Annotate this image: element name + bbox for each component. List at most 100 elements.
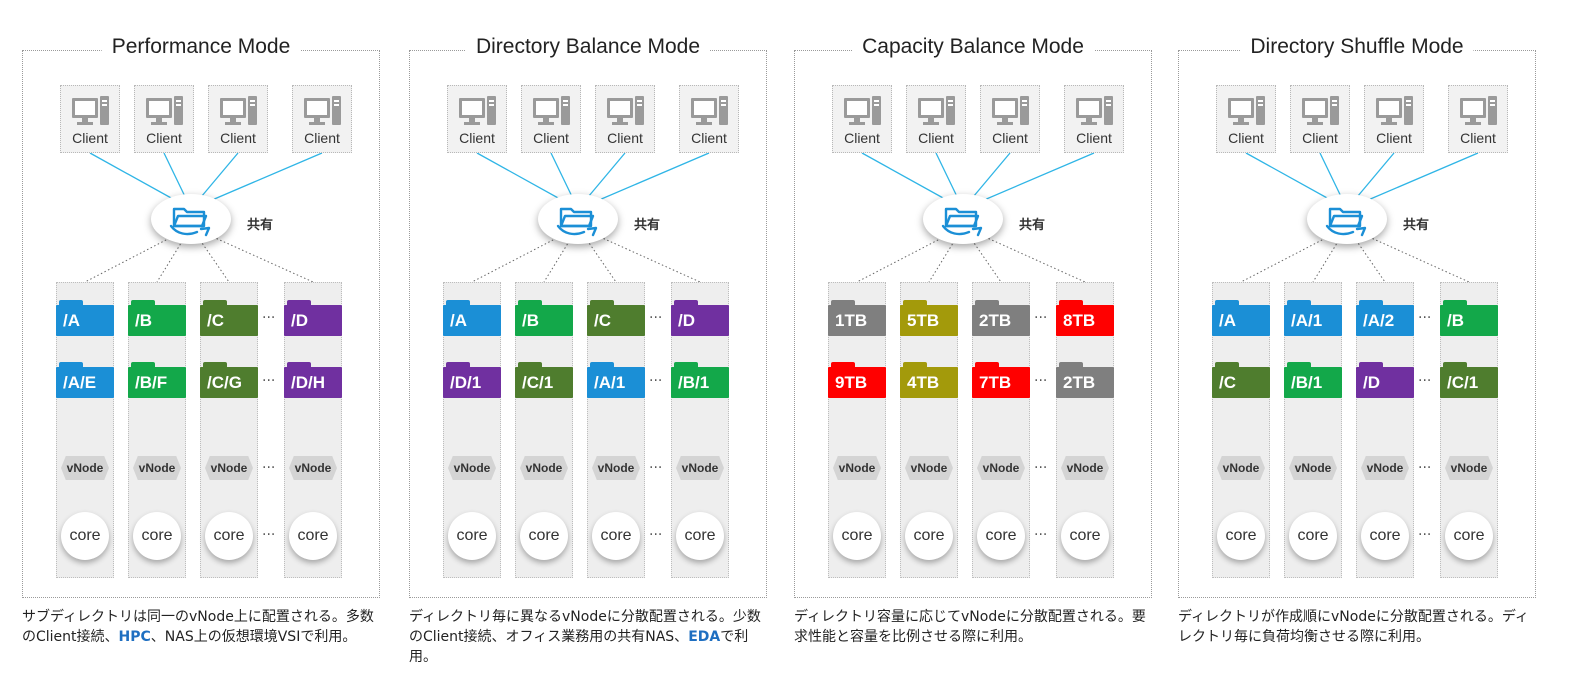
folder-item[interactable]: /B/F — [128, 362, 186, 398]
folder-label: /A — [443, 305, 501, 336]
folder-item[interactable]: /A — [443, 300, 501, 336]
ellipsis-dots: ··· — [262, 460, 276, 476]
ellipsis-dots: ··· — [1034, 310, 1048, 326]
folder-item[interactable]: 5TB — [900, 300, 958, 336]
folder-label: /C — [587, 305, 645, 336]
client-computer[interactable]: Client — [1290, 85, 1350, 153]
client-computer[interactable]: Client — [292, 85, 352, 153]
folder-item[interactable]: /A — [1212, 300, 1270, 336]
folder-item[interactable]: 7TB — [972, 362, 1030, 398]
folder-tab — [903, 300, 927, 308]
folder-item[interactable]: 2TB — [972, 300, 1030, 336]
shared-folder-hub[interactable] — [538, 194, 618, 244]
folder-tab — [59, 362, 83, 370]
folder-tab — [1443, 300, 1467, 308]
panel-title: Capacity Balance Mode — [852, 34, 1094, 60]
folder-label: /B — [1440, 305, 1498, 336]
client-computer[interactable]: Client — [447, 85, 507, 153]
folder-item[interactable]: /D — [1356, 362, 1414, 398]
folder-item[interactable]: /A/E — [56, 362, 114, 398]
folder-label: /A — [1212, 305, 1270, 336]
folder-label: /B — [515, 305, 573, 336]
connector-line — [1346, 226, 1386, 283]
client-computer[interactable]: Client — [1448, 85, 1508, 153]
client-computer[interactable]: Client — [980, 85, 1040, 153]
share-label: 共有 — [1403, 218, 1430, 233]
vnode-badge: vNode — [676, 456, 724, 480]
core-node: core — [205, 512, 253, 560]
folder-item[interactable]: /D — [671, 300, 729, 336]
folder-item[interactable]: /A/1 — [1284, 300, 1342, 336]
folder-label: /D — [1356, 367, 1414, 398]
folder-item[interactable]: 4TB — [900, 362, 958, 398]
mode-description: ディレクトリ容量に応じてvNodeに分散配置される。要求性能と容量を比例させる際… — [794, 607, 1154, 647]
folder-item[interactable]: /D/1 — [443, 362, 501, 398]
folder-item[interactable]: /C/G — [200, 362, 258, 398]
client-label: Client — [72, 130, 108, 146]
client-computer[interactable]: Client — [208, 85, 268, 153]
client-computer[interactable]: Client — [1216, 85, 1276, 153]
folder-item[interactable]: /D/H — [284, 362, 342, 398]
folder-item[interactable]: /B — [128, 300, 186, 336]
folder-label: 1TB — [828, 305, 886, 336]
folder-tab — [1215, 362, 1239, 370]
ellipsis-dots: ··· — [1418, 527, 1432, 543]
client-computer[interactable]: Client — [1064, 85, 1124, 153]
client-computer[interactable]: Client — [679, 85, 739, 153]
core-node: core — [133, 512, 181, 560]
folder-item[interactable]: /A — [56, 300, 114, 336]
folder-item[interactable]: /B/1 — [1284, 362, 1342, 398]
folder-tab — [203, 362, 227, 370]
shared-folder-hub[interactable] — [151, 194, 231, 244]
folder-item[interactable]: /C — [1212, 362, 1270, 398]
folder-tab — [287, 362, 311, 370]
folder-tab — [131, 300, 155, 308]
folder-item[interactable]: /B — [515, 300, 573, 336]
client-label: Client — [1228, 130, 1264, 146]
client-label: Client — [146, 130, 182, 146]
folder-item[interactable]: /C/1 — [515, 362, 573, 398]
client-label: Client — [1460, 130, 1496, 146]
folder-item[interactable]: /B/1 — [671, 362, 729, 398]
shared-folder-hub[interactable] — [1307, 194, 1387, 244]
client-computer[interactable]: Client — [1364, 85, 1424, 153]
client-label: Client — [1376, 130, 1412, 146]
folder-item[interactable]: /D — [284, 300, 342, 336]
client-computer[interactable]: Client — [595, 85, 655, 153]
folder-tab — [203, 300, 227, 308]
ellipsis-dots: ··· — [1034, 373, 1048, 389]
client-computer[interactable]: Client — [906, 85, 966, 153]
vnode-badge: vNode — [448, 456, 496, 480]
folder-item[interactable]: /B — [1440, 300, 1498, 336]
client-label: Client — [992, 130, 1028, 146]
ellipsis-dots: ··· — [1034, 527, 1048, 543]
folder-label: /C — [200, 305, 258, 336]
caption-highlight: EDA — [688, 629, 721, 645]
folder-tab — [975, 300, 999, 308]
core-node: core — [1289, 512, 1337, 560]
mode-description: ディレクトリ毎に異なるvNodeに分散配置される。少数のClient接続、オフィ… — [409, 607, 769, 667]
folder-item[interactable]: 2TB — [1056, 362, 1114, 398]
connector-line — [1312, 226, 1348, 283]
folder-tab — [1359, 300, 1383, 308]
folder-item[interactable]: 8TB — [1056, 300, 1114, 336]
client-computer[interactable]: Client — [134, 85, 194, 153]
client-computer[interactable]: Client — [60, 85, 120, 153]
core-node: core — [833, 512, 881, 560]
mode-description: サブディレクトリは同一のvNode上に配置される。多数のClient接続、HPC… — [22, 607, 382, 647]
client-computer[interactable]: Client — [832, 85, 892, 153]
folder-item[interactable]: /A/1 — [587, 362, 645, 398]
shared-folder-hub[interactable] — [923, 194, 1003, 244]
client-label: Client — [459, 130, 495, 146]
folder-tab — [518, 362, 542, 370]
folder-item[interactable]: /A/2 — [1356, 300, 1414, 336]
folder-item[interactable]: 1TB — [828, 300, 886, 336]
folder-item[interactable]: 9TB — [828, 362, 886, 398]
folder-item[interactable]: /C/1 — [1440, 362, 1498, 398]
folder-label: /B — [128, 305, 186, 336]
folder-item[interactable]: /C — [200, 300, 258, 336]
client-computer[interactable]: Client — [521, 85, 581, 153]
ellipsis-dots: ··· — [1418, 373, 1432, 389]
folder-item[interactable]: /C — [587, 300, 645, 336]
folder-tab — [1059, 300, 1083, 308]
